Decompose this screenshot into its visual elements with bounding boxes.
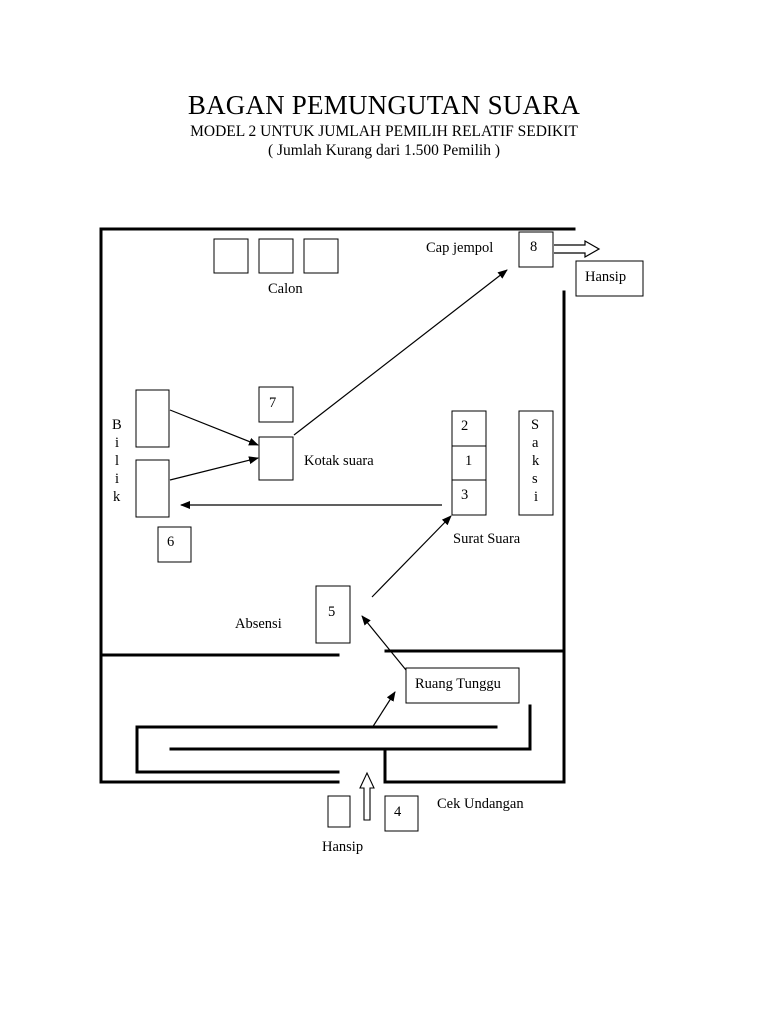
- ballot-box: [258, 436, 294, 481]
- queue-barrier: [135, 704, 532, 774]
- flow-arrow-absensi-to-surat: [371, 515, 452, 598]
- station-6-box: [157, 526, 192, 563]
- cek-undangan-label: Cek Undangan: [437, 796, 524, 812]
- page-subtitle: MODEL 2 UNTUK JUMLAH PEMILIH RELATIF SED…: [190, 123, 578, 140]
- bilik-letter: i: [115, 471, 119, 487]
- saksi-letter: k: [532, 453, 540, 469]
- absensi-label: Absensi: [235, 616, 282, 632]
- page-title: BAGAN PEMUNGUTAN SUARA: [187, 90, 581, 120]
- bilik-letter: B: [112, 417, 122, 433]
- bilik-letter: k: [113, 489, 121, 505]
- saksi-letter: i: [534, 489, 538, 505]
- station-6-number: 6: [167, 534, 174, 550]
- entry-arrow-icon: [359, 771, 375, 821]
- calon-label: Calon: [268, 281, 303, 297]
- station-7-box: [258, 386, 294, 423]
- hansip-bottom-box: [327, 795, 351, 828]
- hansip-top-label: Hansip: [585, 269, 626, 285]
- flow-arrow-queue-to-waiting: [371, 691, 396, 729]
- saksi-box: [518, 410, 554, 516]
- station-8-box: [518, 231, 554, 268]
- ruang-tunggu-box: [405, 667, 520, 704]
- station-4-number: 4: [394, 804, 402, 820]
- station-2-box: [451, 410, 487, 447]
- calon-box-2: [258, 238, 294, 274]
- flow-arrow-kotak-to-cap: [293, 269, 508, 436]
- exit-arrow-icon: [554, 239, 601, 259]
- bilik-vertical-label: B i l i k: [112, 417, 122, 505]
- station-8-number: 8: [530, 239, 537, 255]
- saksi-letter: s: [532, 471, 538, 487]
- flow-arrow-bilik2-to-kotak: [169, 456, 259, 481]
- calon-box-1: [213, 238, 249, 274]
- saksi-letter: a: [532, 435, 539, 451]
- page-note: ( Jumlah Kurang dari 1.500 Pemilih ): [267, 142, 501, 159]
- bilik-letter: l: [115, 453, 119, 469]
- room-walls: [99, 227, 576, 784]
- calon-box-3: [303, 238, 339, 274]
- station-3-box: [451, 479, 487, 516]
- bilik-letter: i: [115, 435, 119, 451]
- hansip-bottom-label: Hansip: [322, 839, 363, 855]
- cap-jempol-label: Cap jempol: [426, 240, 493, 256]
- queue-rail-inner: [169, 704, 532, 751]
- flow-arrow-bilik1-to-kotak: [169, 409, 259, 446]
- saksi-vertical-label: S a k s i: [531, 417, 540, 505]
- hansip-top-box: [575, 260, 644, 297]
- station-4-box: [384, 795, 419, 832]
- bilik-booth-2: [135, 459, 170, 518]
- surat-suara-label: Surat Suara: [453, 531, 521, 547]
- station-5-number: 5: [328, 604, 335, 620]
- queue-rail-outer: [135, 725, 498, 774]
- station-7-number: 7: [269, 395, 276, 411]
- station-3-number: 3: [461, 487, 468, 503]
- flow-arrows: [169, 269, 508, 729]
- flow-arrow-waiting-to-absensi: [361, 615, 407, 671]
- station-5-box: [315, 585, 351, 644]
- ruang-tunggu-label: Ruang Tunggu: [415, 676, 501, 692]
- saksi-letter: S: [531, 417, 539, 433]
- kotak-suara-label: Kotak suara: [304, 453, 374, 469]
- station-2-number: 2: [461, 418, 468, 434]
- bilik-booth-1: [135, 389, 170, 448]
- station-1-number: 1: [465, 453, 472, 469]
